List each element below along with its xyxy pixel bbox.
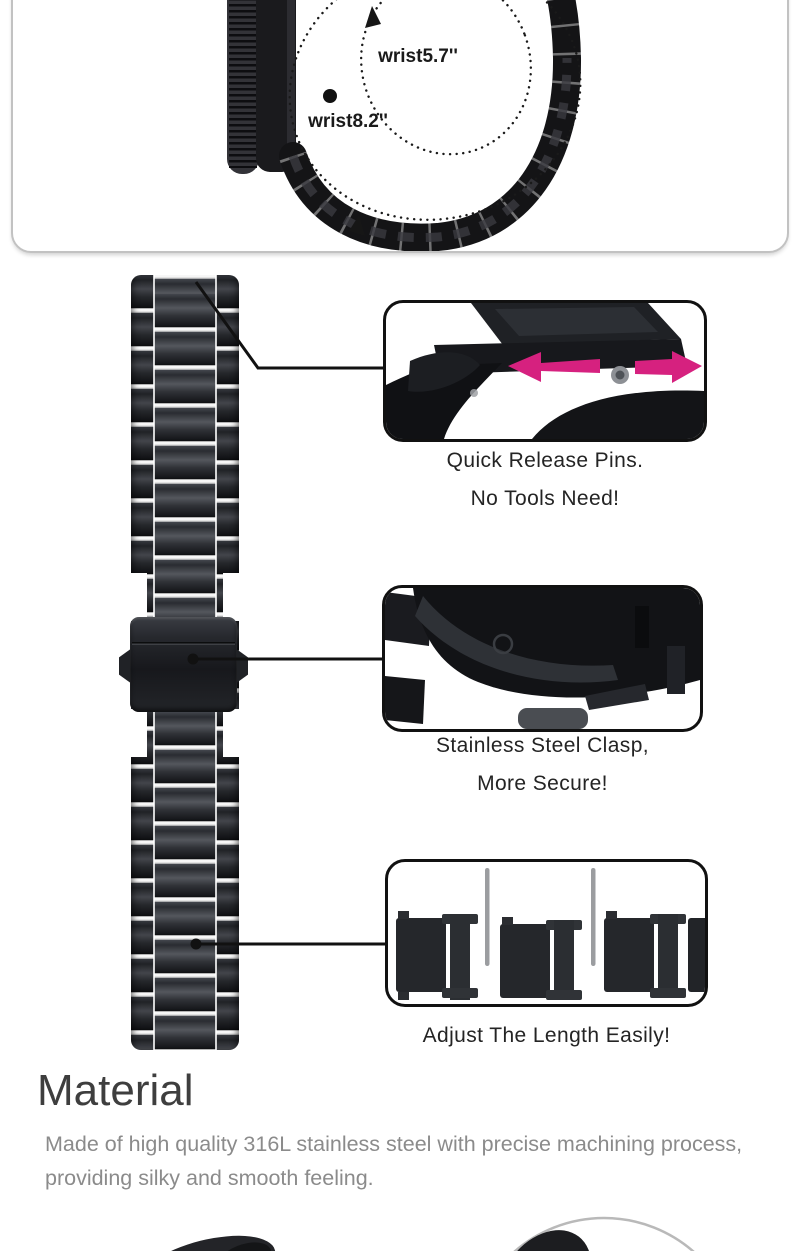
link-plate bbox=[688, 918, 705, 992]
clasp-pusher bbox=[518, 708, 588, 729]
clasp-tab-lower bbox=[385, 676, 425, 724]
next-product-photo-partial bbox=[138, 1216, 695, 1251]
clasp-reflection bbox=[415, 596, 618, 683]
stainless-steel-clasp-closeup bbox=[385, 588, 700, 729]
arrowhead-bottom bbox=[349, 215, 365, 236]
link-tab bbox=[398, 992, 409, 1000]
arrow-left-shaft bbox=[541, 359, 600, 373]
quick-release-pin-closeup bbox=[386, 303, 704, 439]
spring-pin-2 bbox=[591, 868, 596, 966]
feature-caption: No Tools Need! bbox=[470, 487, 620, 510]
arrow-right-shaft bbox=[635, 359, 672, 375]
feature-box-adjust-length bbox=[385, 859, 708, 1007]
clasp-left-button bbox=[119, 648, 132, 684]
clasp-body bbox=[413, 588, 700, 698]
wrist-small-label: wrist5.7'' bbox=[377, 46, 458, 67]
link-plate bbox=[396, 918, 446, 992]
link-plate bbox=[500, 924, 550, 998]
arrowhead-top bbox=[365, 6, 381, 28]
band-clasp bbox=[119, 617, 248, 712]
link-cap bbox=[546, 990, 582, 1000]
material-body: Made of high quality 316L stainless stee… bbox=[45, 1127, 785, 1195]
lug-hook bbox=[408, 352, 480, 392]
clasp-seam bbox=[132, 642, 235, 645]
clasp-link-groove bbox=[635, 606, 649, 648]
size-dot bbox=[323, 89, 337, 103]
clasp-plate bbox=[130, 617, 237, 712]
clasp-link-edge bbox=[667, 646, 685, 694]
clasp-logo-ring bbox=[492, 633, 514, 655]
material-body-line2: providing silky and smooth feeling. bbox=[45, 1166, 374, 1190]
lug-shadow-right bbox=[532, 390, 704, 439]
arrow-right-head bbox=[672, 351, 702, 383]
lug-screen bbox=[495, 307, 658, 336]
feature-box-clasp bbox=[382, 585, 703, 732]
feature-caption: Adjust The Length Easily! bbox=[422, 1024, 671, 1047]
size-arrows: wrist5.7'' wrist8.2'' bbox=[288, 0, 582, 236]
inner-dotted-ellipse bbox=[359, 0, 533, 156]
feature-caption: Quick Release Pins. bbox=[446, 449, 644, 472]
case-highlight bbox=[287, 0, 295, 164]
material-body-line1: Made of high quality 316L stainless stee… bbox=[45, 1132, 743, 1156]
link-group-1 bbox=[396, 911, 478, 1000]
link-tab bbox=[606, 911, 617, 919]
feature-box-quick-release bbox=[383, 300, 707, 442]
clasp-right-button bbox=[235, 648, 248, 684]
screw-hole bbox=[470, 389, 478, 397]
link-plate bbox=[604, 918, 654, 992]
link-group-3 bbox=[604, 911, 705, 998]
outer-dotted-ellipse bbox=[288, 0, 582, 221]
feature-caption: More Secure! bbox=[477, 772, 608, 795]
feature-caption: Stainless Steel Clasp, bbox=[435, 734, 650, 757]
material-heading: Material bbox=[37, 1066, 194, 1115]
link-cap bbox=[650, 988, 686, 998]
wrist-large-label: wrist8.2'' bbox=[307, 111, 388, 132]
clasp-lower-link bbox=[585, 684, 649, 710]
watch-bezel bbox=[227, 0, 259, 174]
link-tab bbox=[398, 911, 409, 919]
band-notch bbox=[131, 709, 147, 757]
size-guide-illustration: wrist5.7'' wrist8.2'' bbox=[227, 0, 582, 251]
band-notch bbox=[223, 573, 239, 621]
link-bar bbox=[450, 914, 470, 1000]
link-tab bbox=[502, 917, 513, 925]
band-notch bbox=[131, 573, 147, 621]
link-group-2 bbox=[500, 917, 582, 1000]
link-cap bbox=[442, 988, 478, 998]
size-guide-card: wrist5.7'' wrist8.2'' bbox=[11, 0, 789, 253]
release-pin-knob-center bbox=[615, 370, 625, 380]
band-link-highlights bbox=[288, 57, 572, 243]
removable-links-with-pins bbox=[396, 868, 705, 1000]
link-bar bbox=[554, 920, 574, 1000]
watch-face-outline bbox=[513, 1216, 695, 1251]
band-notch bbox=[223, 709, 239, 757]
watch-case bbox=[256, 0, 296, 172]
link-bar bbox=[658, 914, 678, 998]
arrow-left-head bbox=[508, 352, 541, 382]
slide-arrows bbox=[508, 351, 702, 383]
spring-pin-1 bbox=[485, 868, 490, 966]
